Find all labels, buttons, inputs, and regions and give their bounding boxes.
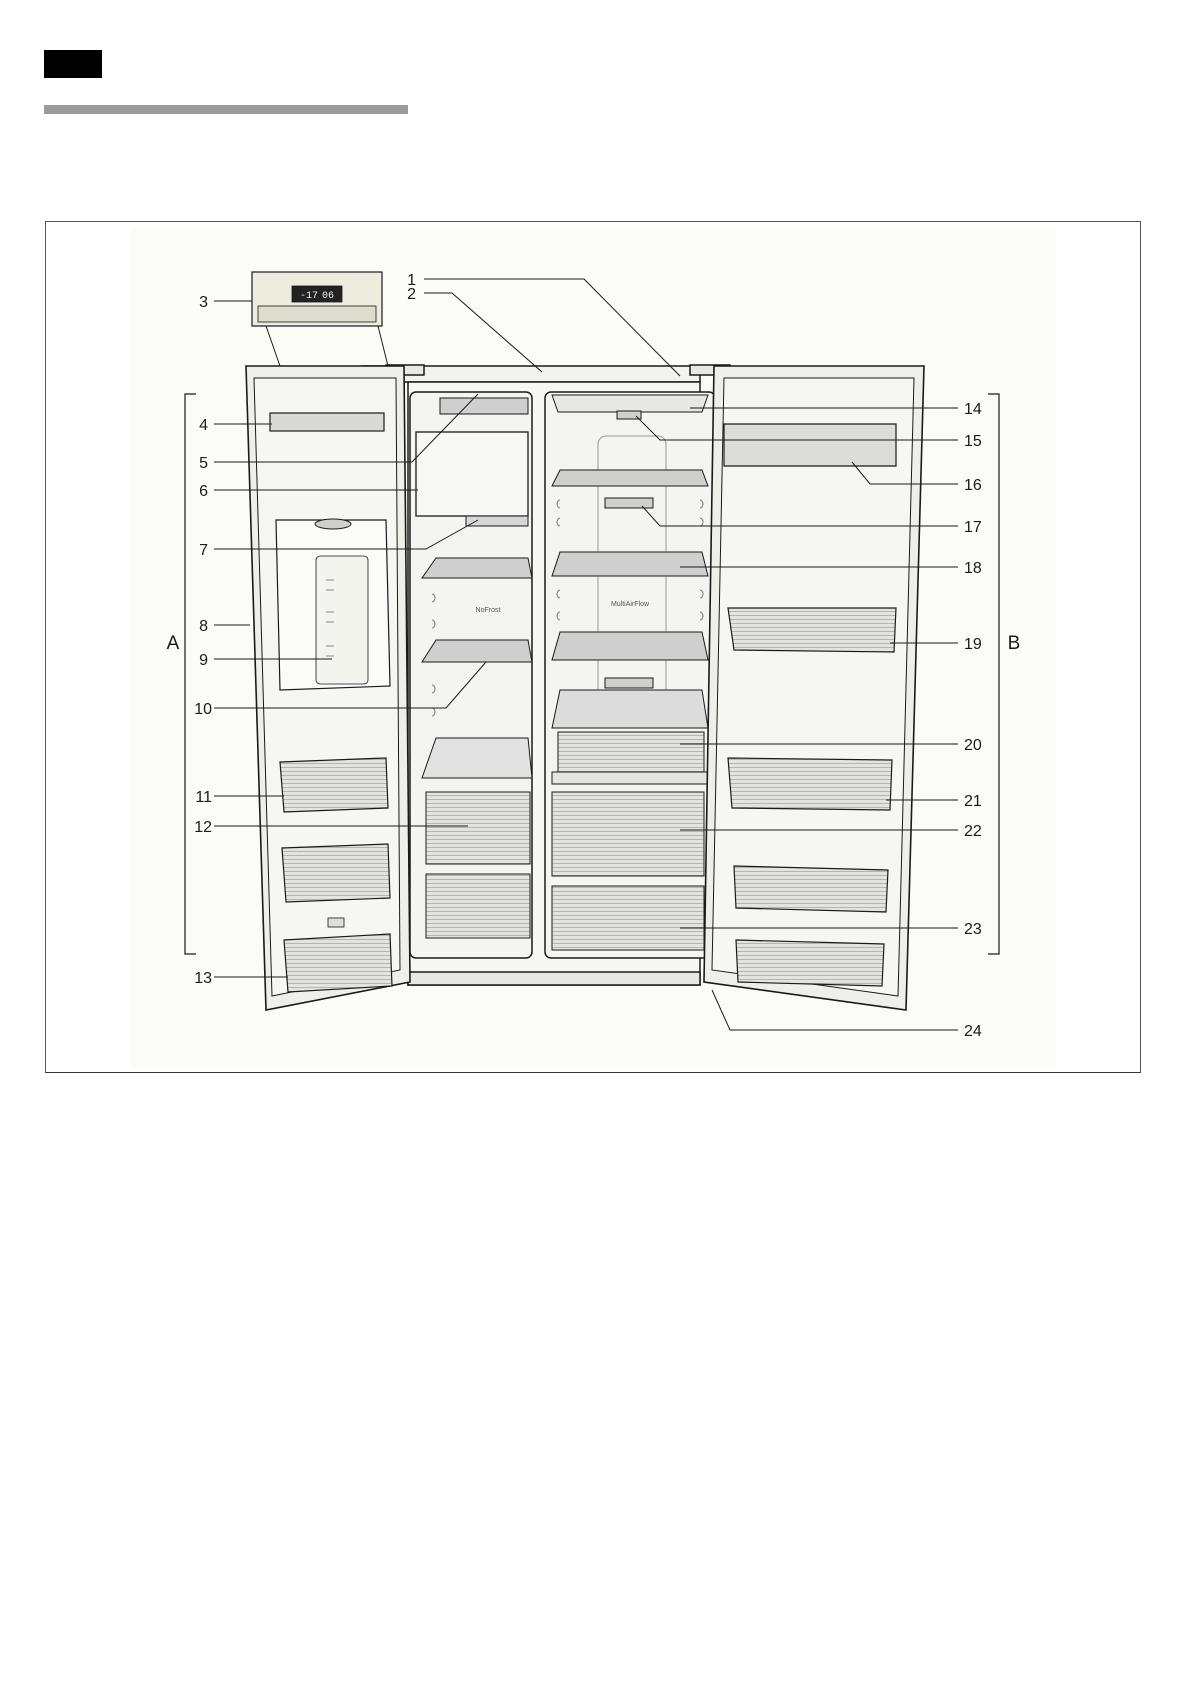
callout-1: 1 [407, 272, 416, 289]
callout-22: 22 [964, 823, 982, 840]
fridge-shelf [551, 469, 709, 487]
callout-20: 20 [964, 737, 982, 754]
freezer-door-bin [279, 757, 389, 813]
callout-5: 5 [199, 455, 208, 472]
freezer-compartment: NoFrost [409, 391, 533, 959]
fridge-section-label: B [1008, 633, 1021, 654]
display-freezer-temp: -17 [300, 291, 318, 302]
freezer-door [245, 365, 411, 1011]
callout-16: 16 [964, 477, 982, 494]
callout-11: 11 [195, 789, 212, 806]
section-tab-marker [44, 50, 102, 78]
fridge-door-bin [727, 757, 893, 811]
callout-7: 7 [199, 542, 208, 559]
fridge-bracket [988, 393, 1000, 955]
freezer-basket [425, 873, 531, 939]
callout-23: 23 [964, 921, 982, 938]
callout-13: 13 [194, 970, 212, 987]
callout-3: 3 [199, 294, 208, 311]
door-shelf-top [269, 412, 385, 432]
callout-14: 14 [964, 401, 982, 418]
callout-2: 2 [407, 286, 416, 303]
fridge-door-shelf-top [723, 423, 897, 467]
header-rule [44, 105, 408, 114]
fridge-door [703, 365, 925, 1011]
callout-10: 10 [194, 701, 212, 718]
callout-9: 9 [199, 652, 208, 669]
callout-8: 8 [199, 618, 208, 635]
callout-19: 19 [964, 636, 982, 653]
freezer-shelf [421, 737, 533, 779]
callout-17: 17 [964, 519, 982, 536]
freezer-section-label: A [167, 633, 180, 654]
callout-numbers: 1 2 3 4 5 6 7 8 9 10 11 12 13 14 15 16 1… [194, 272, 982, 1040]
callout-15: 15 [964, 433, 982, 450]
callout-12: 12 [194, 819, 212, 836]
freezer-shelf [421, 639, 533, 663]
leader-lines [214, 278, 958, 1031]
figure-frame [45, 221, 1141, 1073]
vegetable-drawer [551, 885, 705, 951]
callout-21: 21 [964, 793, 982, 810]
fridge-door-bin [735, 939, 885, 987]
ice-maker-body [415, 431, 529, 517]
callout-4: 4 [199, 417, 208, 434]
control-panel-inset [251, 271, 389, 367]
display-fridge-temp: 06 [322, 291, 334, 302]
fridge-multiairflow-badge: MultiAirFlow [611, 601, 650, 608]
fridge-compartment: MultiAirFlow [544, 391, 716, 959]
fridge-door-bin [727, 607, 897, 653]
freezer-door-bin [281, 843, 391, 903]
interior-light [551, 394, 709, 413]
freezer-door-bin [283, 933, 393, 993]
chiller-drawer [557, 731, 705, 773]
callout-18: 18 [964, 560, 982, 577]
freezer-basket [425, 791, 531, 865]
fridge-door-bin [733, 865, 889, 913]
vegetable-drawer [551, 791, 705, 877]
callout-6: 6 [199, 483, 208, 500]
freezer-nofrost-badge: NoFrost [476, 607, 501, 614]
freezer-bracket [184, 393, 196, 955]
fridge-shelf [551, 689, 709, 729]
fridge-shelf [551, 551, 709, 577]
callout-24: 24 [964, 1023, 982, 1040]
freezer-shelf [421, 557, 533, 579]
temperature-display [291, 285, 343, 303]
fridge-shelf [551, 631, 709, 661]
